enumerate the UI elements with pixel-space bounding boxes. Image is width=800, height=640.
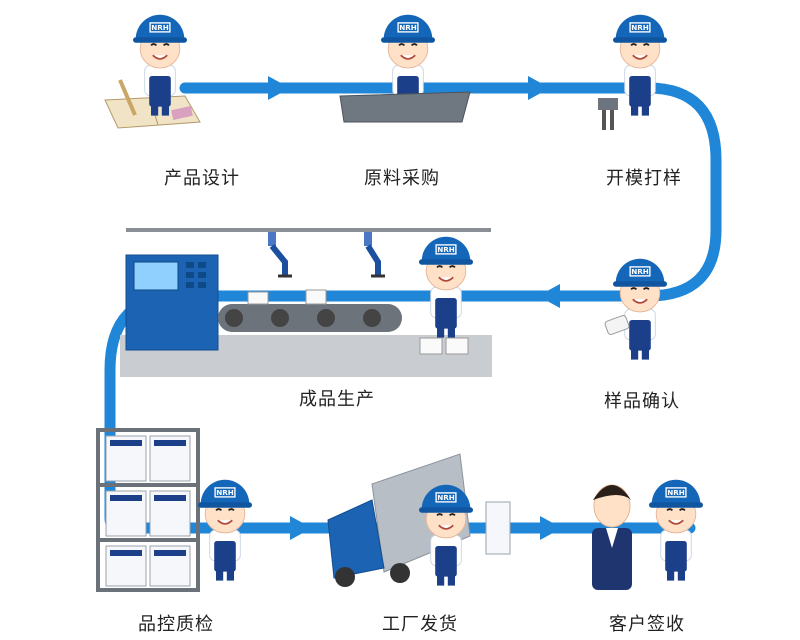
arrow-left-icon [538,284,560,308]
design-illustration [104,13,201,129]
arrow-right-icon [528,76,550,100]
step-label-quality-control: 品控质检 [138,614,214,635]
sample-illustration [604,257,668,361]
flow-arrows [268,76,562,540]
step-label-procurement: 原料采购 [364,168,440,189]
customer-illustration [592,478,704,590]
step-label-production: 成品生产 [299,389,375,410]
qc-illustration [96,428,253,592]
step-label-sample-confirm: 样品确认 [604,391,680,412]
mold-illustration [598,13,668,130]
truck-illustration [327,453,511,587]
materials-illustration [339,13,471,123]
arrow-right-icon [268,76,290,100]
arrow-right-icon [540,516,562,540]
step-label-customer-signoff: 客户签收 [609,614,685,635]
arrow-right-icon [290,516,312,540]
step-label-design: 产品设计 [164,168,240,189]
step-label-shipping: 工厂发货 [382,614,458,635]
production-illustration [120,228,492,377]
step-label-mold-sampling: 开模打样 [606,168,682,189]
